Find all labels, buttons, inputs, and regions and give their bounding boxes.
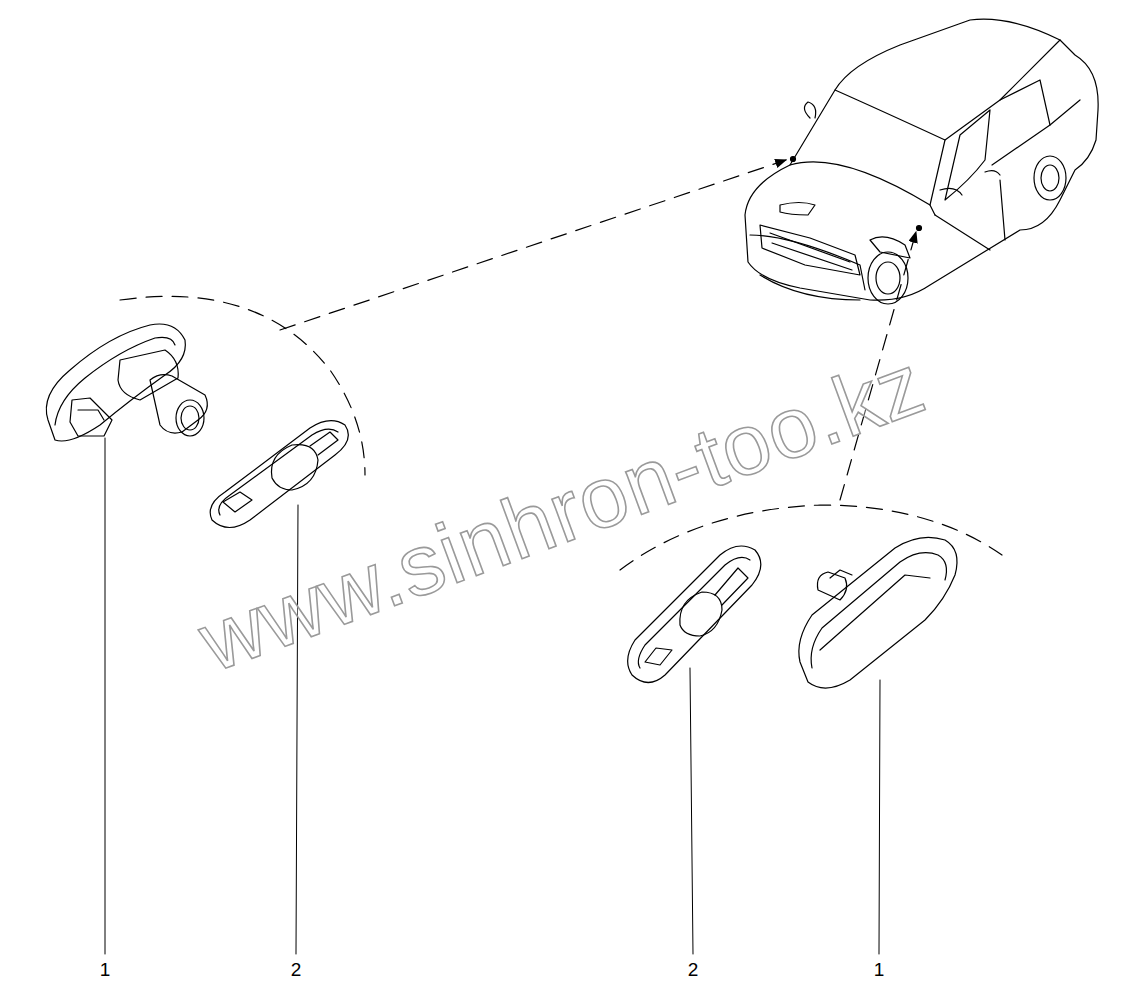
lamp-gasket	[628, 546, 761, 683]
car-outline	[745, 19, 1098, 304]
watermark: www.sinhron-too.kz	[189, 339, 935, 685]
side-repeater-lamp	[46, 324, 207, 441]
callout-number: 2	[291, 960, 302, 979]
callout-number: 1	[874, 960, 885, 979]
side-repeater-lamp	[799, 537, 957, 688]
callout-number: 2	[688, 960, 699, 979]
lamp-gasket	[210, 421, 348, 528]
callout-number: 1	[100, 960, 111, 979]
